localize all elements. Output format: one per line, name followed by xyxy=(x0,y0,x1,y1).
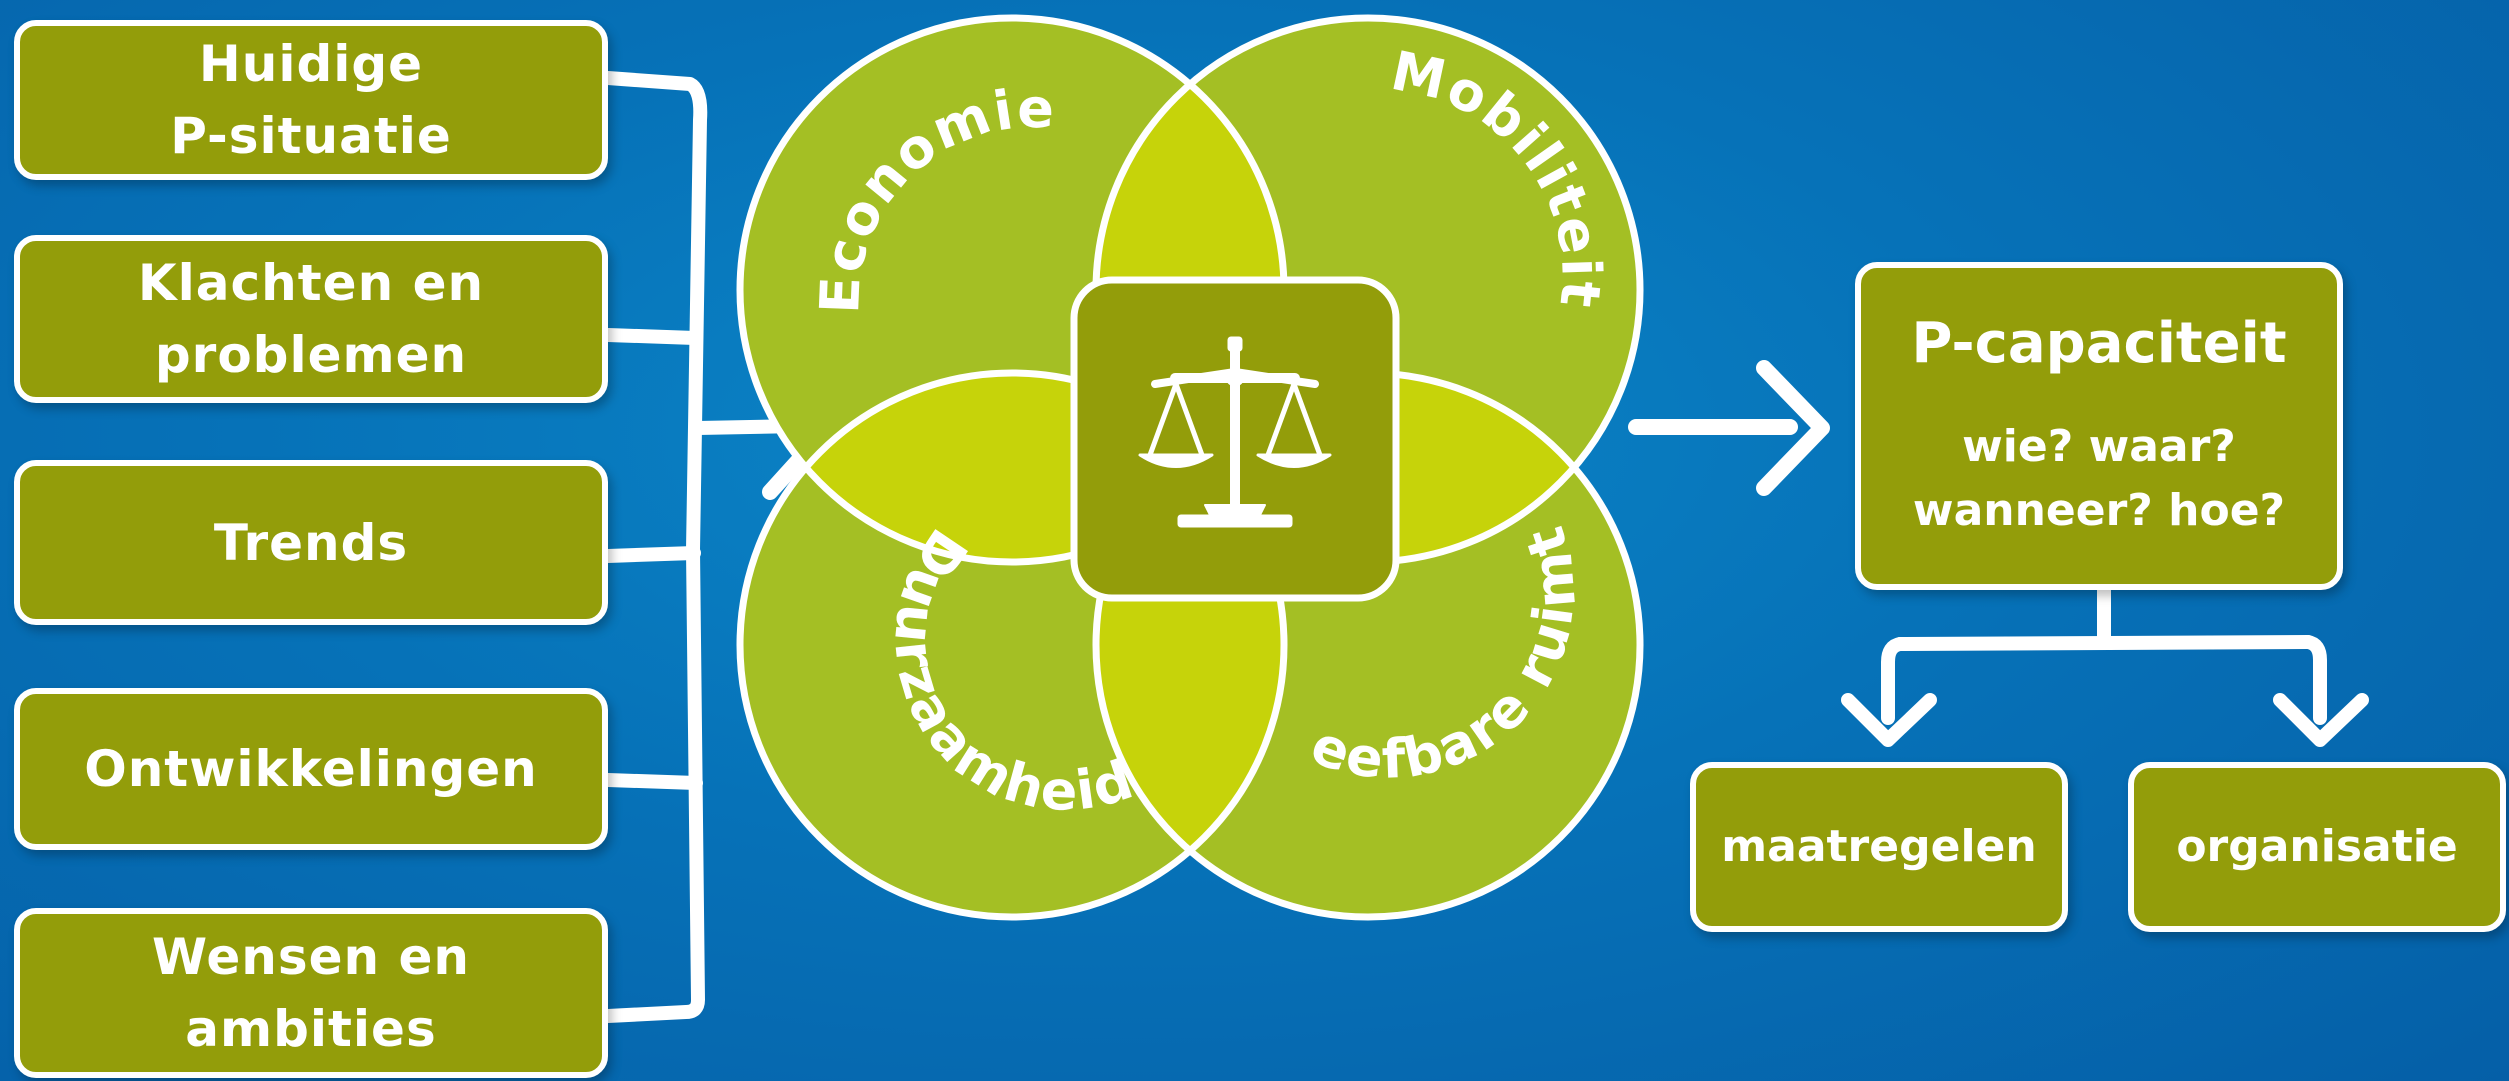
result-label: maatregelen xyxy=(1721,821,2037,872)
input-connector-lines xyxy=(601,71,807,1023)
result-box-maatregelen: maatregelen xyxy=(1690,762,2068,932)
output-subtitle: wie? waar? wanneer? hoe? xyxy=(1912,421,2286,536)
input-box-label: Klachten en problemen xyxy=(137,254,485,384)
balance-scale-icon xyxy=(1138,336,1332,528)
input-box-label: Trends xyxy=(213,513,409,572)
result-label: organisatie xyxy=(2176,821,2458,872)
input-box-ontwikkelingen: Ontwikkelingen xyxy=(14,688,608,850)
input-box-label: Wensen en ambities xyxy=(151,928,471,1058)
input-box-klachten-en-problemen: Klachten en problemen xyxy=(14,235,608,403)
input-box-huidige-p-situatie: Huidige P-situatie xyxy=(14,20,608,180)
output-connector-lines xyxy=(1841,579,2369,747)
input-box-trends: Trends xyxy=(14,460,608,625)
input-box-wensen-en-ambities: Wensen en ambities xyxy=(14,908,608,1078)
output-title: P-capaciteit xyxy=(1911,311,2287,376)
output-box-p-capaciteit: P-capaciteit wie? waar? wanneer? hoe? xyxy=(1855,262,2343,590)
result-box-organisatie: organisatie xyxy=(2128,762,2506,932)
input-box-label: Ontwikkelingen xyxy=(84,740,538,798)
input-box-label: Huidige P-situatie xyxy=(170,35,452,165)
